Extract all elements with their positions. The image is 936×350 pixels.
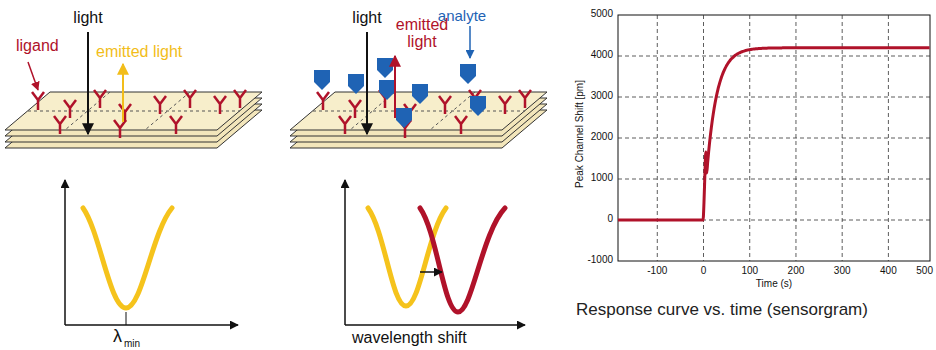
tick-label: 0 bbox=[701, 266, 707, 277]
tick-label: 1000 bbox=[591, 173, 613, 184]
part-label: emitted light bbox=[390, 17, 454, 51]
grid bbox=[618, 15, 930, 261]
axis bbox=[65, 324, 238, 326]
caption: Response curve vs. time (sensorgram) bbox=[576, 301, 868, 319]
axis-title: Peak Channel Shift [pm] bbox=[575, 80, 586, 188]
axis bbox=[344, 180, 346, 325]
tick-label: 300 bbox=[834, 266, 851, 277]
tick-label: 500 bbox=[916, 266, 933, 277]
analyte-pointer bbox=[469, 26, 471, 58]
part-label: light bbox=[352, 10, 381, 27]
tick-label: 200 bbox=[788, 266, 805, 277]
light-arrow bbox=[87, 32, 89, 134]
emitted-arrow bbox=[394, 56, 396, 118]
tick-label: -1000 bbox=[587, 255, 613, 266]
shift-arrow bbox=[420, 271, 442, 273]
sensor-slab bbox=[5, 92, 262, 148]
part-label: ligand bbox=[16, 38, 59, 55]
tick-label: -100 bbox=[647, 266, 667, 277]
tick bbox=[126, 312, 127, 325]
light-arrow bbox=[366, 32, 368, 134]
tick-label: 100 bbox=[741, 266, 758, 277]
spectrum-dip bbox=[83, 208, 172, 308]
emitted-arrow bbox=[122, 64, 124, 122]
response-curve bbox=[618, 48, 930, 220]
part-label: light bbox=[73, 10, 102, 27]
shifted-dip bbox=[420, 208, 505, 312]
ligands bbox=[32, 90, 246, 138]
axis bbox=[64, 180, 66, 325]
axis bbox=[345, 324, 525, 326]
tick-label: 0 bbox=[607, 214, 613, 225]
axis-title: Time (s) bbox=[756, 279, 792, 290]
tick-label: 2000 bbox=[591, 132, 613, 143]
analytes bbox=[314, 58, 486, 128]
axis-subscript: min bbox=[124, 339, 140, 350]
axis-symbol: λ bbox=[113, 327, 122, 346]
tick-label: 4000 bbox=[591, 50, 613, 61]
ligand-pointer bbox=[28, 62, 38, 90]
tick-label: 3000 bbox=[591, 91, 613, 102]
part-label: emitted light bbox=[96, 44, 182, 61]
spectrum-dip bbox=[368, 208, 446, 306]
tick-label: 400 bbox=[880, 266, 897, 277]
tick-label: 5000 bbox=[591, 9, 613, 20]
axis-label: wavelength shift bbox=[352, 330, 467, 347]
plot-frame bbox=[618, 15, 930, 261]
